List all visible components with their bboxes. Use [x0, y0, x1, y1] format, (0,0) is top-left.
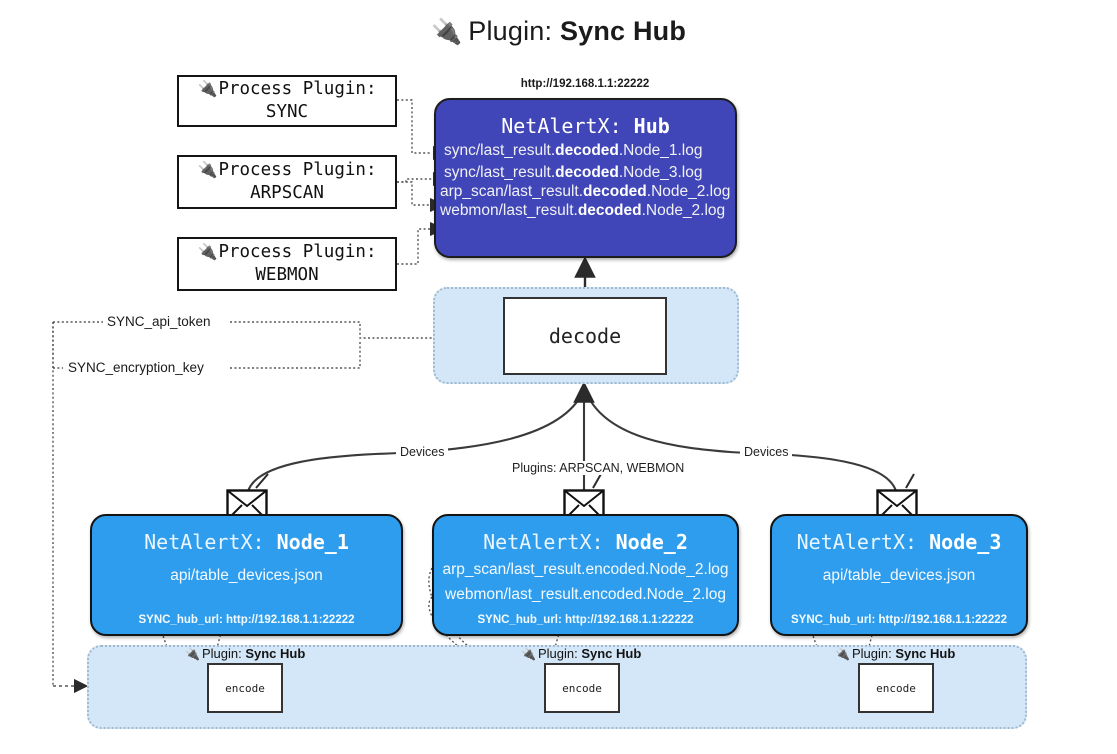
node-3-title: NetAlertX: Node_3	[796, 530, 1002, 554]
edge-label-plugins-center: Plugins: ARPSCAN, WEBMON	[508, 461, 689, 475]
hub-log-2: sync/last_result.decoded.Node_3.log	[444, 164, 703, 181]
sync-encryption-key-label: SYNC_encryption_key	[64, 360, 208, 375]
page-title-name: Sync Hub	[559, 16, 687, 46]
process-plugin-arpscan-line1: 🔌Process Plugin:	[197, 159, 377, 180]
plug-icon: 🔌	[835, 647, 850, 661]
node-3-line-1: api/table_devices.json	[822, 567, 976, 584]
plug-icon: 🔌	[197, 80, 218, 98]
encode-box-2[interactable]: encode	[544, 663, 620, 713]
node-3-hub-url: SYNC_hub_url: http://192.168.1.1:22222	[790, 614, 1008, 626]
process-plugin-sync-line2: SYNC	[265, 102, 309, 122]
hub-log-4: webmon/last_result.decoded.Node_2.log	[440, 202, 726, 219]
page-title: 🔌Plugin: Sync Hub	[0, 16, 1117, 47]
node-2-line-1: arp_scan/last_result.encoded.Node_2.log	[442, 561, 729, 578]
edge-label-devices-left: Devices	[396, 445, 449, 459]
process-plugin-arpscan[interactable]: 🔌Process Plugin: ARPSCAN	[177, 155, 397, 209]
hub-log-1: sync/last_result.decoded.Node_1.log	[444, 142, 703, 159]
encoder-2-caption: 🔌Plugin: Sync Hub	[521, 646, 642, 661]
node-3[interactable]: NetAlertX: Node_3 api/table_devices.json…	[770, 514, 1028, 636]
process-plugin-arpscan-line2: ARPSCAN	[250, 183, 324, 203]
plug-icon: 🔌	[430, 18, 463, 46]
node-1-title: NetAlertX: Node_1	[144, 530, 349, 554]
node-1-hub-url: SYNC_hub_url: http://192.168.1.1:22222	[138, 614, 355, 626]
node-2[interactable]: NetAlertX: Node_2 arp_scan/last_result.e…	[432, 514, 739, 636]
plug-icon: 🔌	[185, 647, 200, 661]
process-plugin-sync[interactable]: 🔌Process Plugin: SYNC	[177, 75, 397, 127]
hub-url-label: http://192.168.1.1:22222	[520, 78, 650, 90]
node-2-hub-url: SYNC_hub_url: http://192.168.1.1:22222	[477, 614, 694, 626]
edge-label-devices-right: Devices	[740, 445, 793, 459]
process-plugin-webmon-line1: 🔌Process Plugin:	[197, 241, 377, 262]
hub-node[interactable]: NetAlertX: Hub sync/last_result.decoded.…	[434, 98, 737, 258]
plug-icon: 🔌	[197, 243, 218, 261]
page-title-prefix: Plugin:	[468, 16, 553, 46]
plug-icon: 🔌	[521, 647, 536, 661]
encoder-3-caption: 🔌Plugin: Sync Hub	[835, 646, 956, 661]
process-plugin-webmon[interactable]: 🔌Process Plugin: WEBMON	[177, 237, 397, 291]
encoder-1-caption: 🔌Plugin: Sync Hub	[185, 646, 306, 661]
encode-box-1[interactable]: encode	[207, 663, 283, 713]
plug-icon: 🔌	[197, 161, 218, 179]
node-2-line-2: webmon/last_result.encoded.Node_2.log	[445, 586, 726, 603]
sync-api-token-label: SYNC_api_token	[103, 314, 215, 329]
hub-title: NetAlertX: Hub	[501, 114, 670, 138]
encode-box-3[interactable]: encode	[858, 663, 934, 713]
decode-box[interactable]: decode	[503, 297, 667, 375]
process-plugin-sync-line1: 🔌Process Plugin:	[197, 78, 377, 99]
hub-log-3: arp_scan/last_result.decoded.Node_2.log	[440, 183, 731, 200]
node-1-line-1: api/table_devices.json	[170, 567, 323, 584]
process-plugin-webmon-line2: WEBMON	[255, 265, 319, 285]
node-1[interactable]: NetAlertX: Node_1 api/table_devices.json…	[90, 514, 403, 636]
node-2-title: NetAlertX: Node_2	[483, 530, 688, 554]
